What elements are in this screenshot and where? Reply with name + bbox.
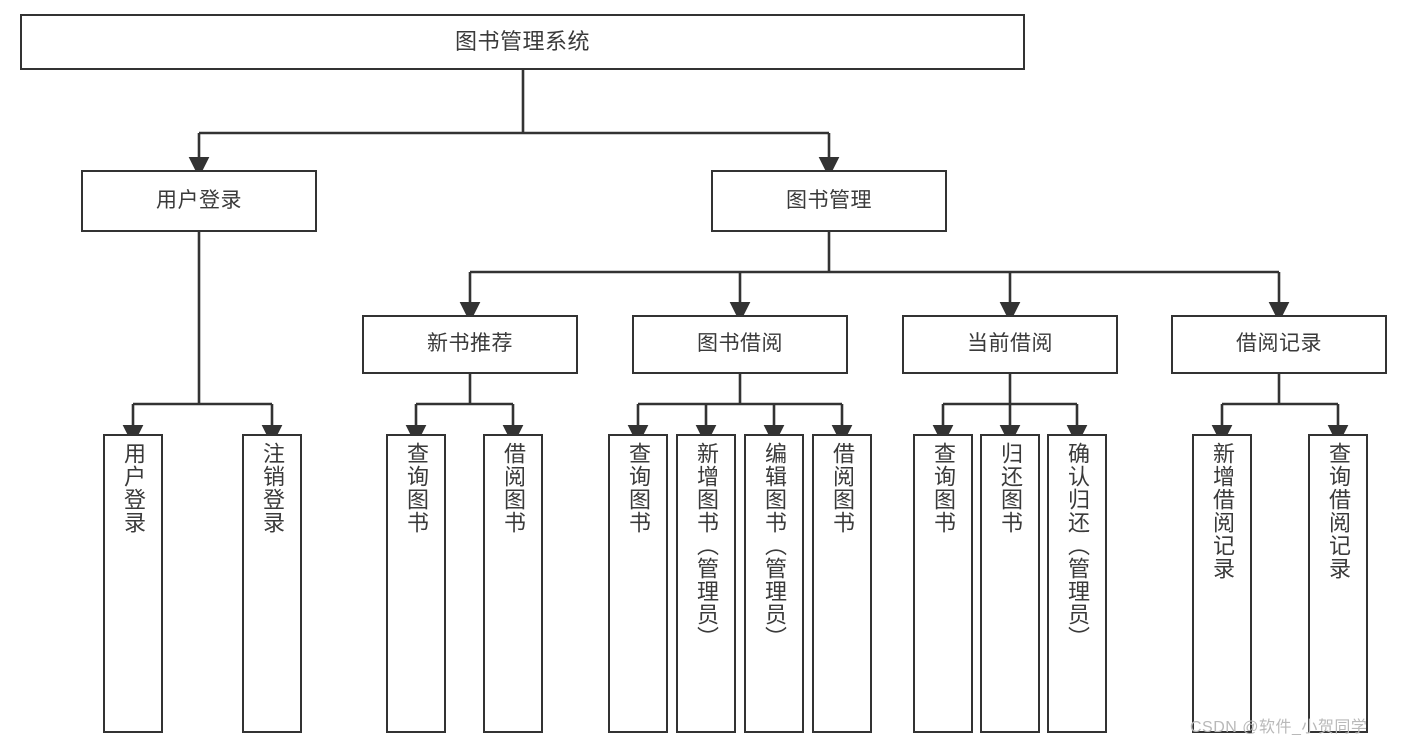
node-label: 图书管理系统 (454, 29, 590, 55)
leaf-logout-login[interactable]: 注销登录 (242, 434, 302, 733)
node-borrow-record[interactable]: 借阅记录 (1171, 315, 1387, 374)
node-label: 注销登录 (260, 442, 285, 534)
leaf-edit-book[interactable]: 编辑图书（管理员） (744, 434, 804, 733)
node-label: 当前借阅 (967, 332, 1053, 356)
node-current-borrow[interactable]: 当前借阅 (902, 315, 1118, 374)
node-label: 编辑图书（管理员） (762, 442, 787, 649)
leaf-borrow-book-rec[interactable]: 借阅图书 (483, 434, 543, 733)
node-label: 借阅记录 (1236, 332, 1322, 356)
node-label: 查询借阅记录 (1326, 442, 1351, 580)
leaf-user-login[interactable]: 用户登录 (103, 434, 163, 733)
node-label: 新增借阅记录 (1210, 442, 1235, 580)
leaf-confirm-return[interactable]: 确认归还（管理员） (1047, 434, 1107, 733)
watermark-text: CSDN @软件_小贺同学 (1190, 719, 1368, 736)
node-label: 用户登录 (121, 442, 146, 534)
node-label: 归还图书 (998, 442, 1023, 534)
node-book-manage[interactable]: 图书管理 (711, 170, 947, 232)
node-label: 新增图书（管理员） (694, 442, 719, 649)
node-book-borrow[interactable]: 图书借阅 (632, 315, 848, 374)
node-label: 图书借阅 (697, 332, 783, 356)
leaf-return-book[interactable]: 归还图书 (980, 434, 1040, 733)
node-label: 查询图书 (626, 442, 651, 534)
node-user-login[interactable]: 用户登录 (81, 170, 317, 232)
leaf-query-book-rec[interactable]: 查询图书 (386, 434, 446, 733)
node-label: 图书管理 (786, 188, 872, 212)
node-label: 借阅图书 (830, 442, 855, 534)
leaf-query-book-current[interactable]: 查询图书 (913, 434, 973, 733)
node-label: 确认归还（管理员） (1065, 442, 1090, 649)
node-label: 查询图书 (931, 442, 956, 534)
node-label: 新书推荐 (427, 332, 513, 356)
leaf-borrow-book[interactable]: 借阅图书 (812, 434, 872, 733)
leaf-query-book-borrow[interactable]: 查询图书 (608, 434, 668, 733)
leaf-add-borrow-record[interactable]: 新增借阅记录 (1192, 434, 1252, 733)
leaf-query-borrow-record[interactable]: 查询借阅记录 (1308, 434, 1368, 733)
node-root-system[interactable]: 图书管理系统 (20, 14, 1025, 70)
node-label: 查询图书 (404, 442, 429, 534)
node-label: 用户登录 (156, 188, 242, 212)
leaf-add-book[interactable]: 新增图书（管理员） (676, 434, 736, 733)
node-new-book-rec[interactable]: 新书推荐 (362, 315, 578, 374)
node-label: 借阅图书 (501, 442, 526, 534)
